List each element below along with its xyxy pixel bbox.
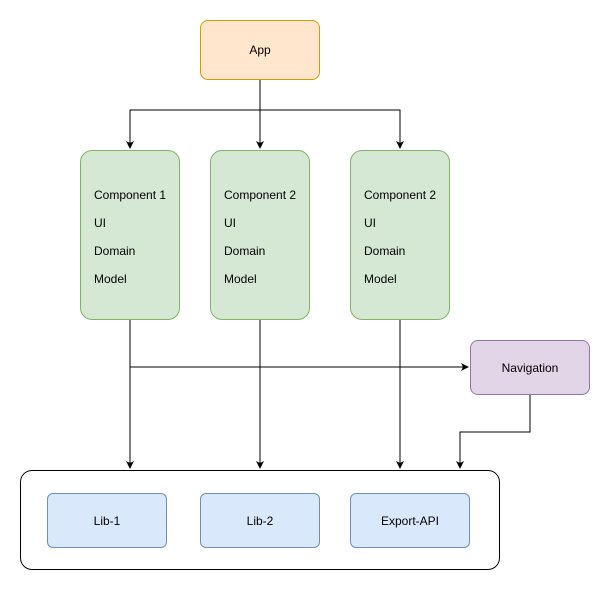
component-3-ui: UI <box>364 216 376 230</box>
component-1-ui: UI <box>94 216 106 230</box>
component-2-domain: Domain <box>224 244 266 258</box>
component-3-model: Model <box>364 272 397 286</box>
component-1-domain: Domain <box>94 244 136 258</box>
component-3-node: Component 2 UI Domain Model <box>350 150 450 320</box>
export-api-node: Export-API <box>350 493 470 548</box>
app-node: App <box>200 20 320 80</box>
export-api-label: Export-API <box>380 513 440 528</box>
component-2-model: Model <box>224 272 257 286</box>
component-3-title: Component 2 <box>364 188 437 202</box>
component-2-node: Component 2 UI Domain Model <box>210 150 310 320</box>
component-1-node: Component 1 UI Domain Model <box>80 150 180 320</box>
edge-app-to-component-1 <box>126 80 261 149</box>
lib-2-node: Lib-2 <box>200 493 320 548</box>
component-1-title: Component 1 <box>94 188 167 202</box>
edge-app-to-component-3 <box>260 109 404 149</box>
navigation-label: Navigation <box>501 360 559 375</box>
lib-1-node: Lib-1 <box>47 493 167 548</box>
lib-2-label: Lib-2 <box>246 513 274 528</box>
component-3-domain: Domain <box>364 244 406 258</box>
lib-1-label: Lib-1 <box>93 513 121 528</box>
component-1-model: Model <box>94 272 127 286</box>
component-2-title: Component 2 <box>224 188 297 202</box>
app-label: App <box>249 43 271 57</box>
component-2-ui: UI <box>224 216 236 230</box>
edge-navigation-to-libs <box>456 395 531 469</box>
navigation-node: Navigation <box>470 340 590 395</box>
